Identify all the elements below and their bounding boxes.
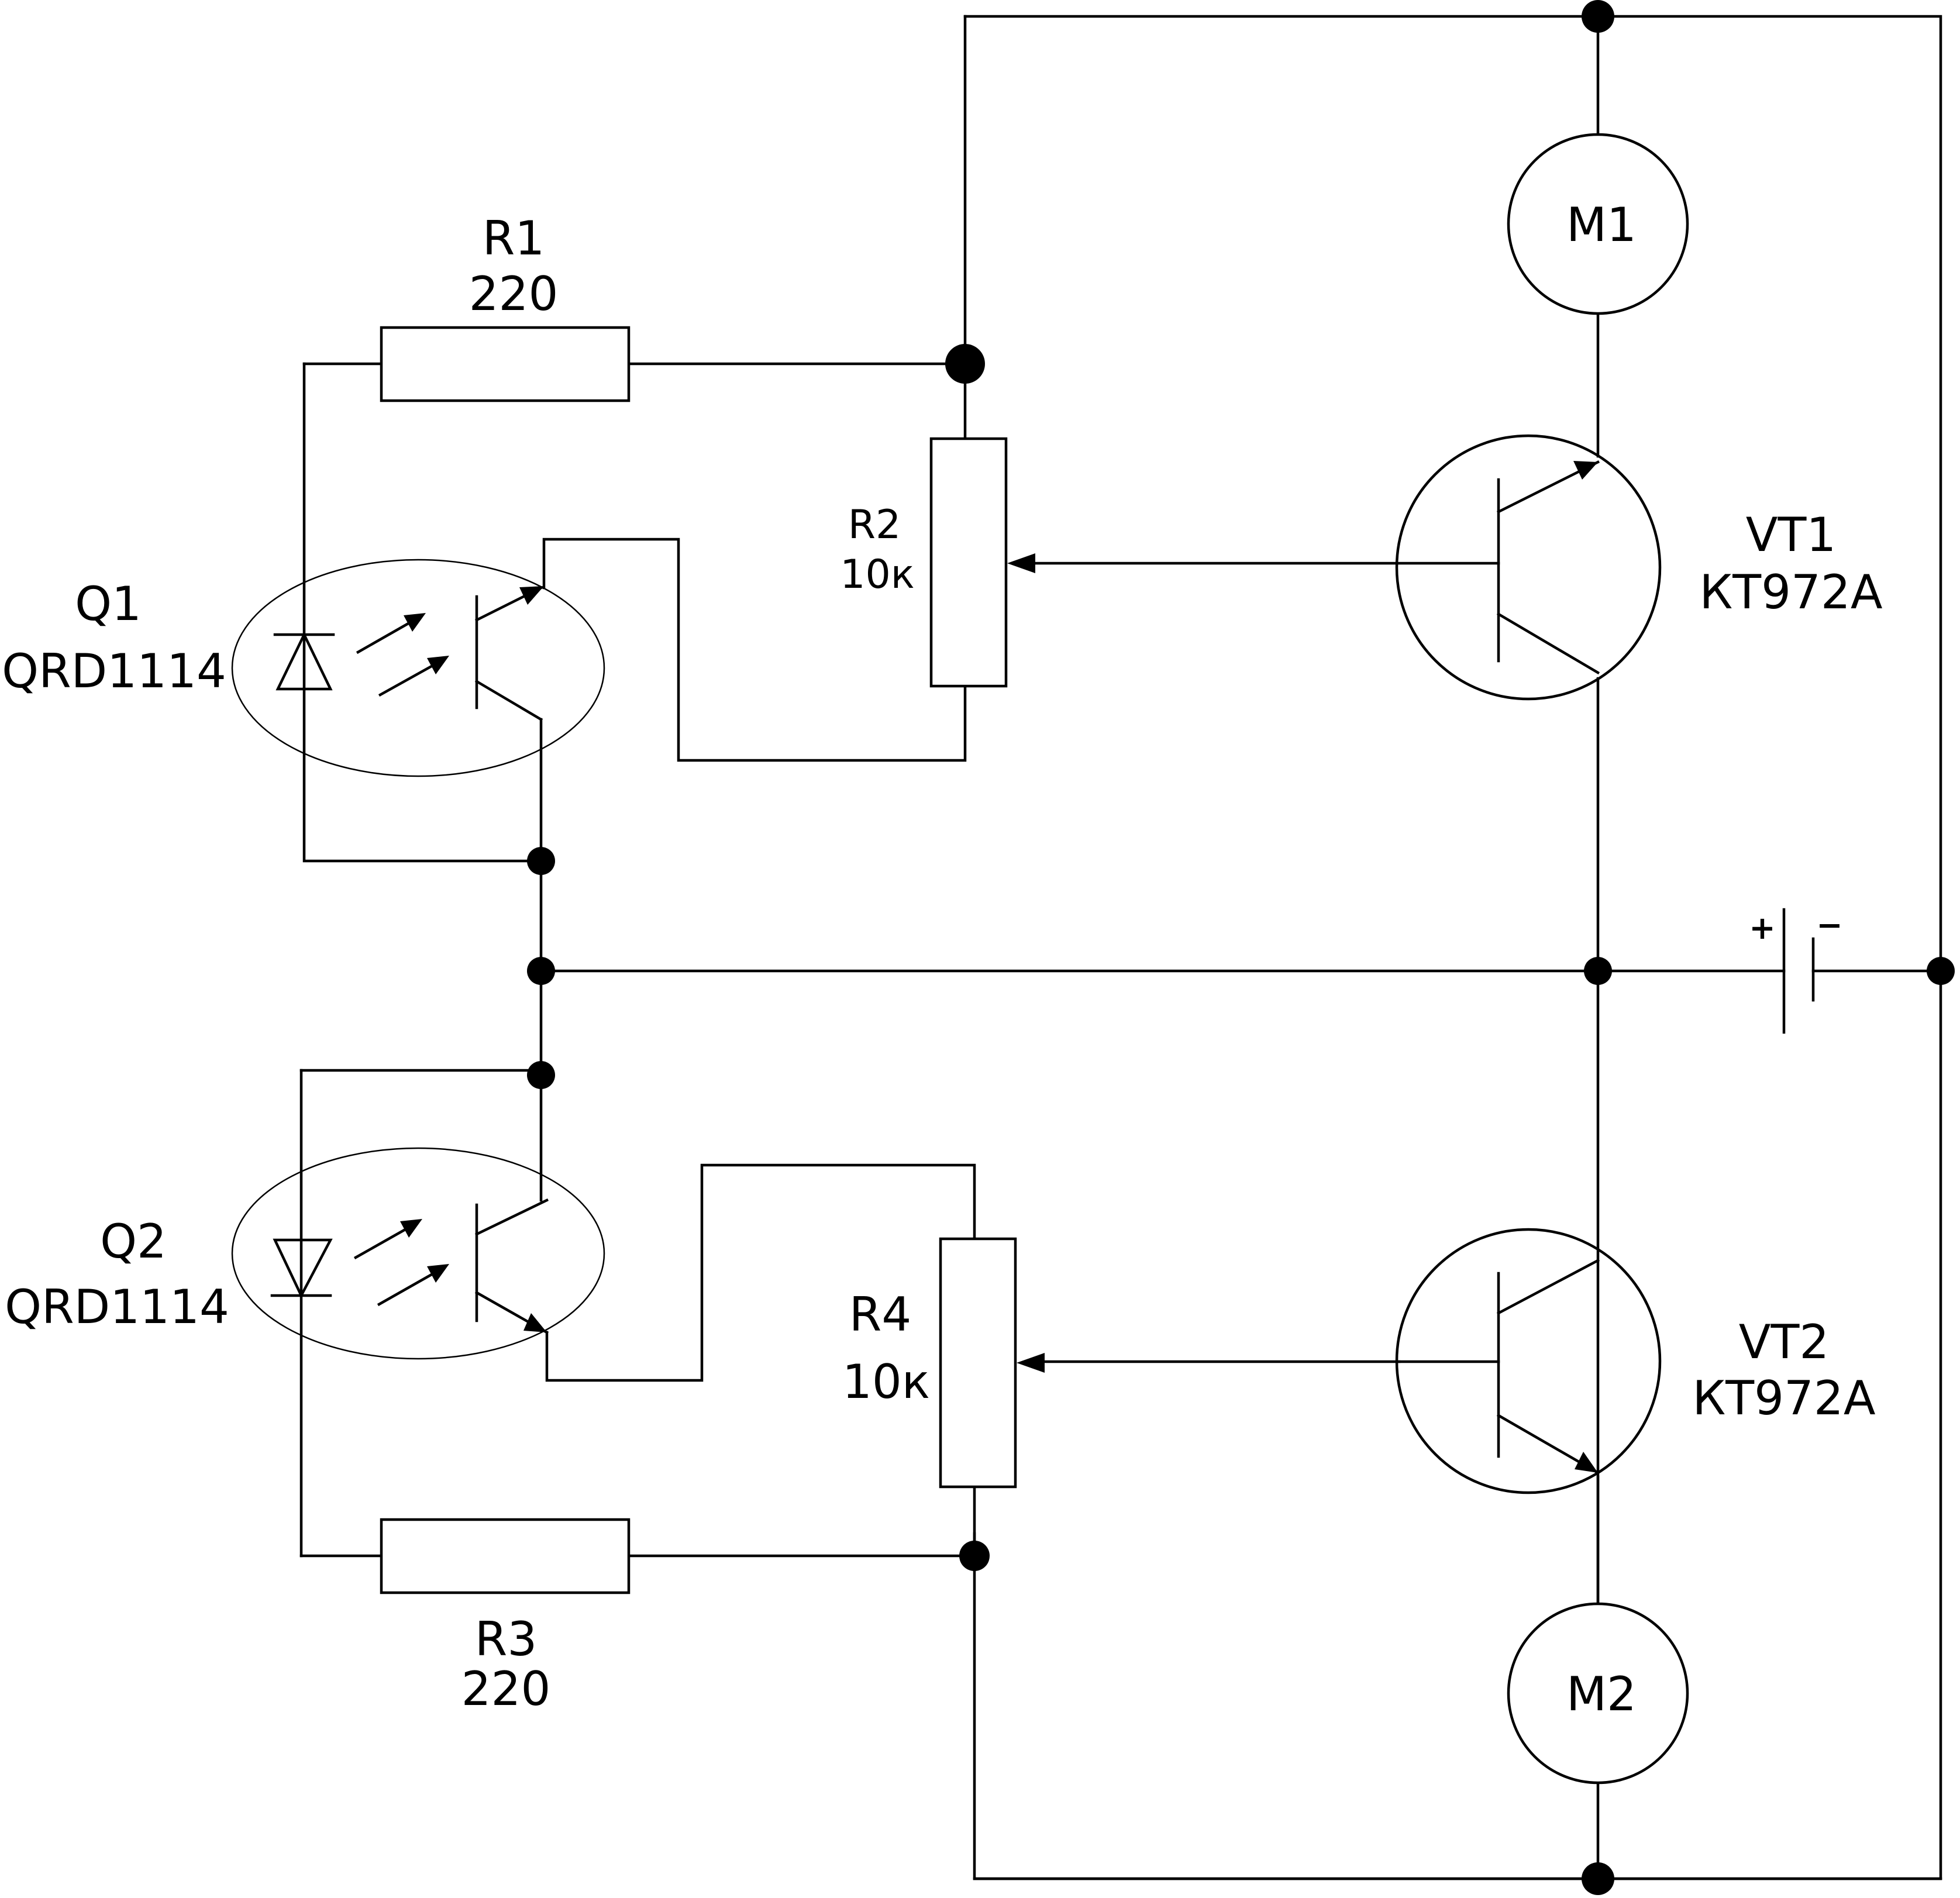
transistor-vt1 [1395,434,1662,701]
optocoupler-q1 [231,559,605,777]
q2-ref-label: Q2 [100,1214,167,1269]
vt1-ref-label: VT1 [1746,508,1837,562]
battery-minus-label: − [1816,907,1842,943]
r2-ref-label: R2 [848,502,901,548]
m1-label: M1 [1566,198,1637,252]
r1-ref-label: R1 [483,211,545,266]
potentiometer-r4 [939,1237,1045,1489]
r4-value-label: 10к [842,1355,930,1409]
r1-value-label: 220 [469,267,559,321]
resistor-r3 [380,1518,631,1594]
battery: + − [1749,907,1843,1034]
emitter-arrow-icon [519,586,544,605]
resistor-r1 [380,326,631,402]
m2-label: M2 [1566,1667,1637,1721]
vt2-ref-label: VT2 [1739,1315,1830,1369]
battery-plus-label: + [1749,910,1775,946]
q1-part-label: QRD1114 [2,644,226,698]
wiper-arrow-icon [1017,1353,1045,1373]
r3-value-label: 220 [461,1662,551,1716]
vt1-part-label: КТ972А [1699,565,1882,619]
labels: R1 220 R2 10к R3 220 R4 10к Q1 QRD1114 Q… [2,198,1883,1721]
potentiometer-r2 [929,437,1035,688]
emitter-arrow-icon [1575,1452,1598,1473]
optocoupler-q2 [231,1147,605,1360]
r2-value-label: 10к [840,552,915,598]
junction-dots [527,0,1955,1895]
transistor-vt2 [1395,1228,1662,1494]
r4-ref-label: R4 [849,1287,911,1342]
motor-m2 [1507,1602,1689,1785]
q1-ref-label: Q1 [75,577,142,631]
emitter-arrow-icon [1573,461,1598,480]
wiper-arrow-icon [1007,553,1035,573]
q2-part-label: QRD1114 [5,1280,229,1334]
emitter-arrow-icon [523,1313,547,1332]
r3-ref-label: R3 [475,1612,537,1666]
wires [299,15,1942,1880]
vt2-part-label: КТ972А [1692,1371,1875,1425]
motor-m1 [1507,133,1689,315]
